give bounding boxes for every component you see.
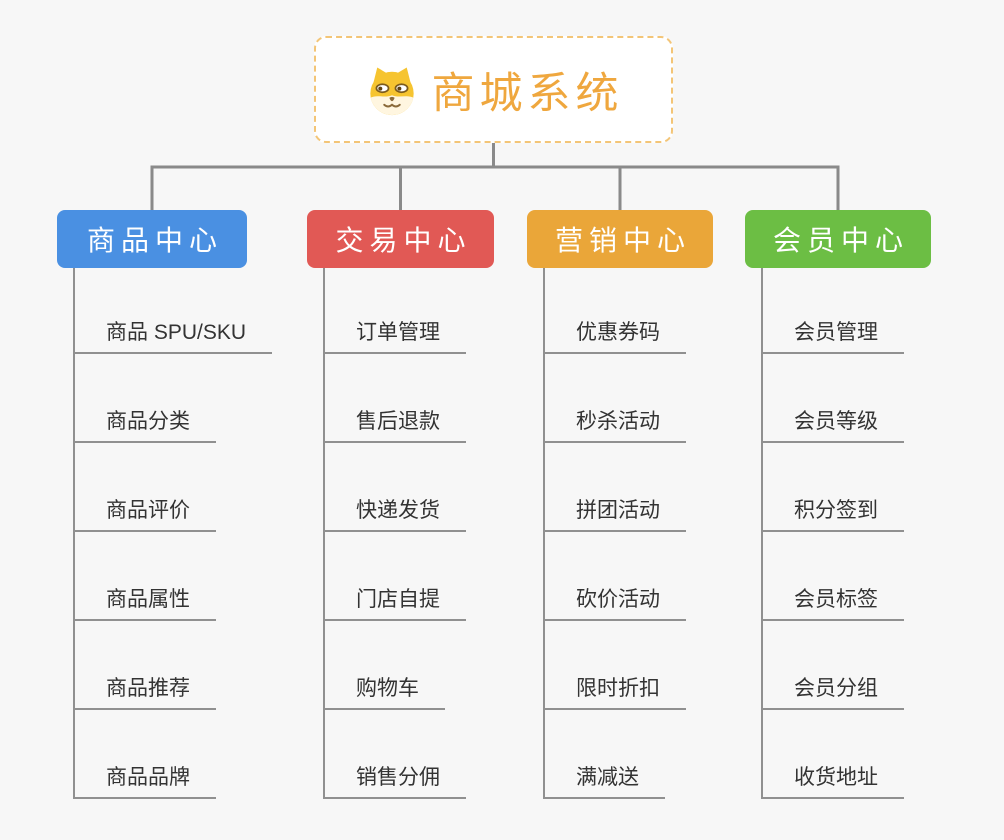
mindmap-item[interactable]: 积分签到 [763, 496, 904, 532]
mindmap-item[interactable]: 商品属性 [75, 585, 216, 621]
mindmap-item[interactable]: 会员等级 [763, 407, 904, 443]
branch-column-product-center: 商品 SPU/SKU 商品分类商品评价商品属性商品推荐商品品牌 [73, 268, 273, 799]
mindmap-item[interactable]: 收货地址 [763, 763, 904, 799]
branch-node-product-center[interactable]: 商品中心 [57, 210, 247, 268]
mindmap-item[interactable]: 商品品牌 [75, 763, 216, 799]
mindmap-item[interactable]: 商品推荐 [75, 674, 216, 710]
mindmap-item[interactable]: 满减送 [545, 763, 665, 799]
dog-icon [364, 64, 420, 116]
mindmap-item[interactable]: 购物车 [325, 674, 445, 710]
branch-column-member-center: 会员管理会员等级积分签到会员标签会员分组收货地址 [761, 268, 904, 799]
mindmap-item[interactable]: 商品分类 [75, 407, 216, 443]
mindmap-item[interactable]: 商品评价 [75, 496, 216, 532]
mindmap-item[interactable]: 秒杀活动 [545, 407, 686, 443]
branch-column-marketing-center: 优惠券码秒杀活动拼团活动砍价活动限时折扣满减送 [543, 268, 686, 799]
branch-label: 交易中心 [335, 225, 472, 256]
mindmap-item[interactable]: 会员标签 [763, 585, 904, 621]
root-title: 商城系统 [431, 69, 624, 118]
mindmap-item[interactable]: 售后退款 [325, 407, 466, 443]
mindmap-item[interactable]: 订单管理 [325, 318, 466, 354]
branch-node-marketing-center[interactable]: 营销中心 [527, 210, 713, 268]
branch-node-member-center[interactable]: 会员中心 [745, 210, 931, 268]
mindmap-item[interactable]: 快递发货 [325, 496, 466, 532]
branch-node-trade-center[interactable]: 交易中心 [307, 210, 494, 268]
branch-label: 营销中心 [554, 225, 691, 256]
mindmap-item[interactable]: 销售分佣 [325, 763, 466, 799]
branch-label: 商品中心 [86, 225, 223, 256]
branch-label: 会员中心 [772, 225, 909, 256]
mindmap-item[interactable]: 拼团活动 [545, 496, 686, 532]
mindmap-item[interactable]: 限时折扣 [545, 674, 686, 710]
mindmap-item[interactable]: 砍价活动 [545, 585, 686, 621]
mindmap-item[interactable]: 会员管理 [763, 318, 904, 354]
root-node[interactable]: 商城系统 [314, 36, 673, 143]
mindmap-item[interactable]: 商品 SPU/SKU [75, 318, 273, 354]
branch-column-trade-center: 订单管理售后退款快递发货门店自提购物车销售分佣 [323, 268, 466, 799]
mindmap-item[interactable]: 会员分组 [763, 674, 904, 710]
mindmap-item[interactable]: 优惠券码 [545, 318, 686, 354]
mindmap-item[interactable]: 门店自提 [325, 585, 466, 621]
